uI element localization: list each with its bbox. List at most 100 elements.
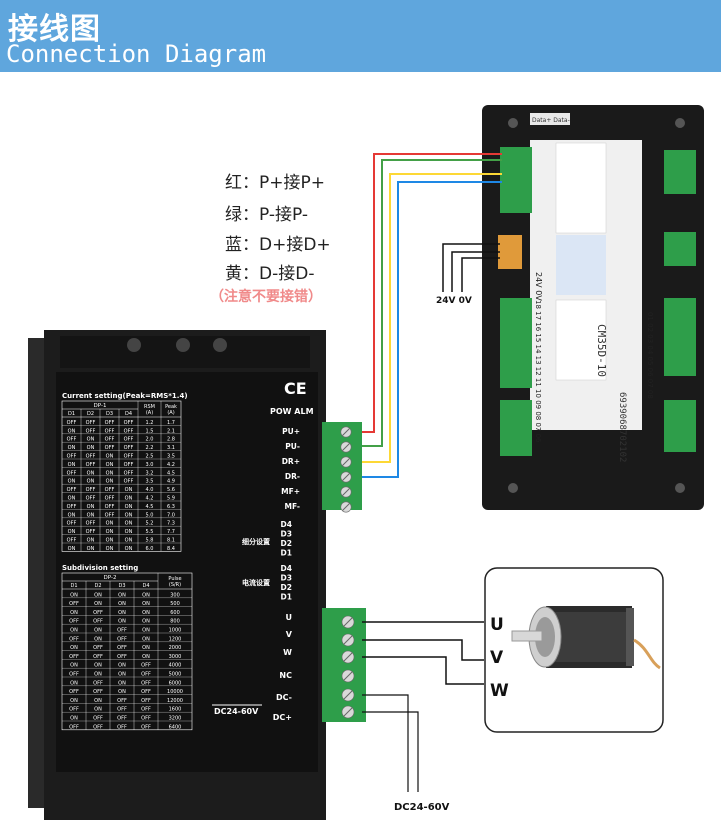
- current-table-cell: 5.6: [167, 487, 175, 493]
- subdivision-table-cell: OFF: [69, 654, 79, 660]
- subdivision-table-cell: OFF: [69, 707, 79, 713]
- current-table-cell: ON: [68, 428, 76, 434]
- power-term-label: V: [286, 630, 293, 639]
- current-table-cell: ON: [87, 470, 95, 476]
- subdivision-table-cell: OFF: [93, 716, 103, 722]
- current-table-cell: OFF: [105, 512, 115, 518]
- current-table-cell: 5.2: [146, 521, 154, 527]
- legend-note: （注意不要接错）: [210, 289, 322, 305]
- current-table-cell: ON: [87, 512, 95, 518]
- current-table-cell: OFF: [105, 428, 115, 434]
- subdivision-table-cell: ON: [142, 592, 150, 598]
- subdivision-table-cell: OFF: [141, 698, 151, 704]
- subdivision-table-cell: ON: [142, 636, 150, 642]
- phase-label-v: V: [490, 648, 504, 668]
- power-term-label: NC: [279, 671, 292, 680]
- subdivision-table-cell: OFF: [141, 672, 151, 678]
- power-term-label: W: [283, 648, 292, 657]
- subdivision-table-cell: OFF: [117, 628, 127, 634]
- subdivision-table-cell: OFF: [93, 619, 103, 625]
- subdivision-table-cell: OFF: [117, 724, 127, 730]
- subdivision-table-cell: 600: [170, 610, 180, 616]
- subdivision-table-cell: ON: [94, 663, 102, 669]
- subdivision-table-cell: OFF: [69, 619, 79, 625]
- current-table-cell: OFF: [67, 487, 77, 493]
- current-table-cell: 2.5: [146, 454, 154, 460]
- driver-supply-label: DC24-60V: [214, 707, 259, 716]
- controller-pin-numbers-right: 01 02 03 04 05 06 07 08: [646, 312, 654, 399]
- subdivision-table-cell: ON: [70, 663, 78, 669]
- subdivision-table-cell: ON: [118, 680, 126, 686]
- current-table-cell: ON: [87, 445, 95, 451]
- current-table-cell: OFF: [67, 521, 77, 527]
- subdivision-table-cell: OFF: [141, 724, 151, 730]
- subdivision-table-cell: OFF: [141, 689, 151, 695]
- current-table-cell: ON: [106, 479, 114, 485]
- current-table-cell: OFF: [86, 487, 96, 493]
- current-switch-label: D4: [281, 564, 292, 573]
- signal-terminal-labels: PU+PU-DR+DR-MF+MF-: [281, 427, 300, 511]
- current-table-cell: OFF: [86, 521, 96, 527]
- subdivision-table-cell: ON: [142, 610, 150, 616]
- subdivision-table-cell: OFF: [117, 636, 127, 642]
- signal-term-label: PU-: [285, 442, 300, 451]
- current-table-cell: ON: [106, 546, 114, 552]
- current-table-cell: OFF: [124, 420, 134, 426]
- subdiv-switch-label: D4: [281, 520, 292, 529]
- subdivision-table-cell: 1000: [169, 628, 182, 634]
- subdiv-switch-label: D2: [281, 539, 292, 548]
- subdivision-table-cell: OFF: [93, 654, 103, 660]
- current-table-cell: 8.1: [167, 538, 175, 544]
- current-switch-label: D2: [281, 583, 292, 592]
- current-table-cell: ON: [68, 496, 76, 502]
- current-switch-label: D1: [281, 593, 292, 602]
- current-table-cell: 4.2: [167, 462, 175, 468]
- current-table-cell: 7.3: [167, 521, 175, 527]
- subdivision-table-cell: OFF: [69, 636, 79, 642]
- current-table-cell: OFF: [67, 470, 77, 476]
- subdivision-table-cell: OFF: [69, 672, 79, 678]
- subdivision-table-cell: ON: [94, 592, 102, 598]
- current-table-cell: 4.0: [146, 487, 154, 493]
- current-table-cell: ON: [87, 479, 95, 485]
- current-table-header: D2: [87, 411, 94, 417]
- title-cn: 接线图: [8, 12, 101, 47]
- current-table-cell: OFF: [67, 437, 77, 443]
- subdivision-table-cell: 12000: [167, 698, 183, 704]
- power-term-label: U: [286, 613, 293, 622]
- subdivision-table-header: D1: [70, 583, 77, 589]
- current-setting-title: Current setting(Peak=RMS*1.4): [62, 392, 188, 400]
- current-table-cell: OFF: [124, 462, 134, 468]
- current-table-cell: 2.8: [167, 437, 175, 443]
- power-wire-label: 24V 0V: [436, 296, 472, 306]
- subdivision-table-header: (S/R): [169, 582, 181, 588]
- legend-yellow: 黄：D-接D-: [225, 264, 315, 284]
- current-table-cell: 3.0: [146, 462, 154, 468]
- subdivision-table-header: Pulse: [168, 576, 181, 582]
- subdivision-table-cell: OFF: [117, 707, 127, 713]
- current-table-header: RSM: [144, 404, 155, 410]
- current-table-cell: ON: [125, 487, 133, 493]
- subdivision-table-cell: 6400: [169, 724, 182, 730]
- signal-term-label: MF+: [281, 487, 300, 496]
- subdivision-table-cell: OFF: [93, 610, 103, 616]
- current-switch-group: 电流设置: [242, 578, 270, 587]
- subdivision-table-cell: OFF: [117, 654, 127, 660]
- subdivision-table-cell: OFF: [93, 689, 103, 695]
- phase-label-w: W: [490, 681, 509, 701]
- subdivision-table-cell: ON: [142, 654, 150, 660]
- current-table-cell: 4.5: [146, 504, 154, 510]
- motion-controller: Data+ Data- CM35D-10 24V 0V 18 17 16 15 …: [482, 105, 704, 510]
- current-table-cell: 2.2: [146, 445, 154, 451]
- subdivision-table-cell: 1200: [169, 636, 182, 642]
- current-table-cell: ON: [106, 529, 114, 535]
- current-table-cell: OFF: [86, 462, 96, 468]
- signal-term-label: DR-: [285, 472, 300, 481]
- current-table-cell: 4.9: [167, 479, 175, 485]
- current-table-cell: OFF: [105, 496, 115, 502]
- subdivision-table-cell: 6000: [169, 680, 182, 686]
- subdivision-table-cell: OFF: [117, 645, 127, 651]
